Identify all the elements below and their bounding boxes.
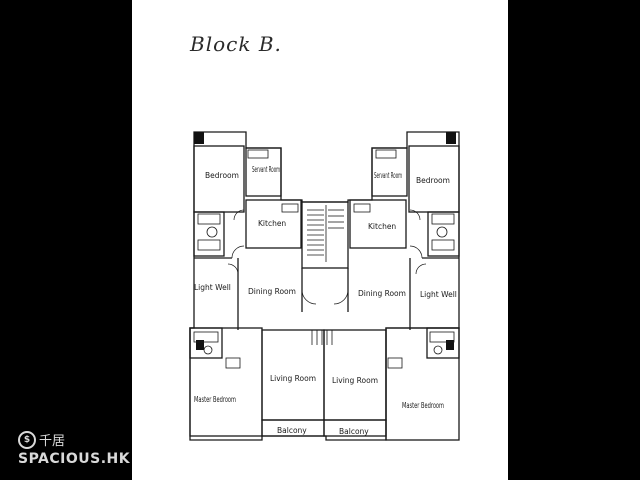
wall-master-right xyxy=(385,327,460,441)
wall-bath-right xyxy=(427,211,460,257)
wall-ensuite-right xyxy=(426,327,460,359)
label-kitchen-right: Kitchen xyxy=(368,222,396,231)
watermark-top: $ 千居 xyxy=(18,430,130,449)
label-bedroom-right: Bedroom xyxy=(416,176,450,185)
label-dining-left: Dining Room xyxy=(248,287,296,296)
label-bedroom-left: Bedroom xyxy=(205,171,239,180)
label-servant-left: Servant Room xyxy=(252,165,280,174)
wall-living-right xyxy=(323,329,387,421)
label-lightwell-left: Light Well xyxy=(194,283,231,292)
label-lightwell-right: Light Well xyxy=(420,290,457,299)
watermark-brand: SPACIOUS.HK xyxy=(18,451,131,467)
block-title: Block B. xyxy=(190,32,282,56)
label-kitchen-left: Kitchen xyxy=(258,219,286,228)
wall-bath-left xyxy=(193,211,225,257)
label-servant-right: Servant Room xyxy=(374,171,402,180)
label-balcony-right: Balcony xyxy=(339,427,369,436)
wall-ensuite-left xyxy=(189,327,223,359)
wall-servant-left xyxy=(245,147,282,197)
watermark: $ 千居 SPACIOUS.HK xyxy=(18,430,130,467)
label-dining-right: Dining Room xyxy=(358,289,406,298)
floor-plan-sheet: Block B. xyxy=(132,0,508,480)
wall-core xyxy=(301,201,349,269)
label-master-right: Master Bedroom xyxy=(402,401,444,410)
watermark-chinese: 千居 xyxy=(39,434,66,449)
label-living-right: Living Room xyxy=(332,376,378,385)
label-balcony-left: Balcony xyxy=(277,426,307,435)
floor-plan-drawing: Bedroom Servant Room Kitchen Servant Roo… xyxy=(189,131,460,441)
wall-servant-right xyxy=(371,147,408,197)
label-master-left: Master Bedroom xyxy=(194,395,236,404)
label-living-left: Living Room xyxy=(270,374,316,383)
wall-kitchen-left xyxy=(245,199,302,249)
coin-icon: $ xyxy=(18,430,36,449)
wall-kitchen-right xyxy=(349,199,407,249)
